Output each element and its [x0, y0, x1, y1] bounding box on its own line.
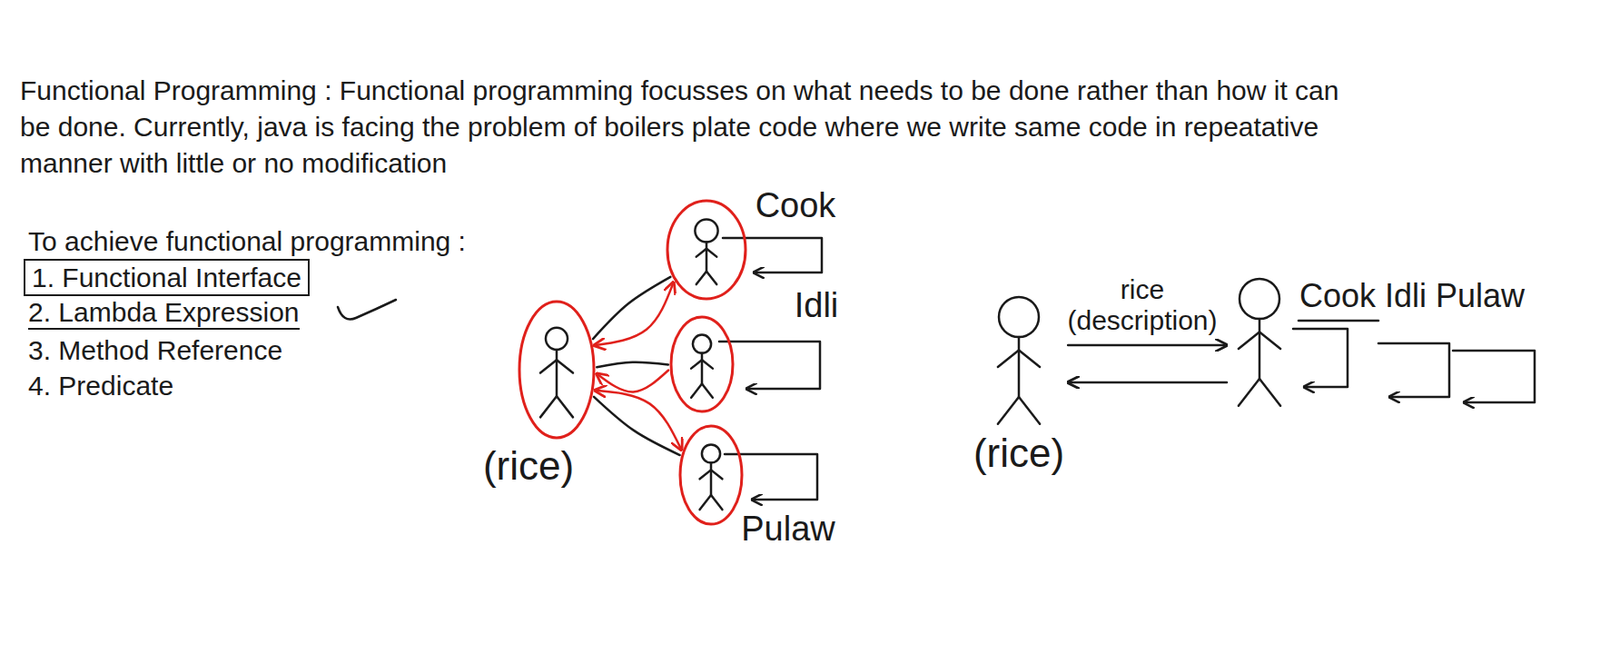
figure-head [701, 444, 721, 463]
handoff-line [593, 396, 681, 455]
figure-limb [1017, 336, 1021, 397]
task-bracket [722, 237, 822, 273]
stick-figure: Cook Idli Pulaw [1230, 276, 1525, 414]
handoff-line [596, 362, 669, 367]
figure-limb [997, 396, 1040, 425]
request-arrow [594, 282, 674, 346]
figure-head [692, 335, 712, 354]
check-mark [337, 299, 396, 320]
figure-label: (rice) [973, 429, 1065, 476]
figure-limb [540, 359, 573, 373]
figure-limb [691, 384, 713, 398]
figure-label: (rice) [483, 442, 574, 489]
figure-label: Cook [755, 185, 837, 226]
figure-limb [700, 469, 723, 479]
figure-limb [997, 350, 1040, 367]
figure-limb [696, 248, 717, 257]
ellipse-outline [671, 316, 733, 412]
list-item: 1. Functional Interface [31, 261, 302, 294]
self-loop [1293, 328, 1348, 387]
person-ellipse: (rice) [517, 299, 596, 440]
ellipse-outline [680, 425, 742, 524]
figure-limb [691, 359, 713, 368]
return-arrow [1067, 381, 1227, 385]
person-ellipse: Idli [669, 315, 735, 414]
intro-paragraph: Functional Programming : Functional prog… [19, 72, 1373, 182]
figure-limb [696, 271, 717, 285]
handoff-line [592, 276, 671, 339]
stick-figure [1230, 276, 1289, 414]
figure-label: Idli [794, 285, 840, 326]
ellipse-outline [519, 301, 594, 438]
figure-limb [705, 242, 709, 272]
person-ellipse: Pulaw [678, 424, 744, 526]
figure-label: Pulaw [740, 508, 836, 549]
underline [1298, 319, 1379, 323]
person-ellipse: Cook [665, 198, 748, 301]
ellipse-outline [678, 424, 744, 526]
request-arrow [594, 390, 682, 451]
request-arrow [1067, 344, 1227, 347]
figure-head [998, 296, 1039, 337]
figure-limb [1238, 378, 1281, 406]
edge-label: rice (description) [1051, 274, 1234, 336]
figure-limb [540, 395, 573, 417]
stick-figure [989, 295, 1048, 430]
list-heading: To achieve functional programming : [28, 224, 466, 259]
figure-limb [710, 463, 713, 496]
figure-head [1239, 278, 1280, 319]
ellipse-outline [669, 315, 735, 414]
self-loop [1378, 343, 1450, 397]
boxed-list-item: 1. Functional Interface [23, 258, 310, 297]
list-item: 3. Method Reference [28, 333, 283, 368]
figure-head [545, 327, 568, 350]
figure-head [694, 218, 718, 242]
ellipse-outline [665, 198, 748, 301]
list-item: 2. Lambda Expression [28, 296, 300, 330]
figure-limb [555, 349, 559, 396]
task-bracket [719, 341, 820, 389]
figure-limb [701, 353, 704, 385]
request-arrow [596, 369, 669, 392]
figure-limb [1258, 318, 1262, 379]
list-item: 4. Predicate [28, 368, 174, 404]
self-loop [1452, 350, 1535, 403]
ellipse-outline [517, 299, 596, 440]
ellipse-outline [667, 200, 746, 299]
figure-limb [700, 494, 723, 510]
figure-label: Cook Idli Pulaw [1299, 276, 1525, 315]
stick-figure: (rice) [973, 295, 1065, 476]
figure-limb [1238, 332, 1281, 349]
